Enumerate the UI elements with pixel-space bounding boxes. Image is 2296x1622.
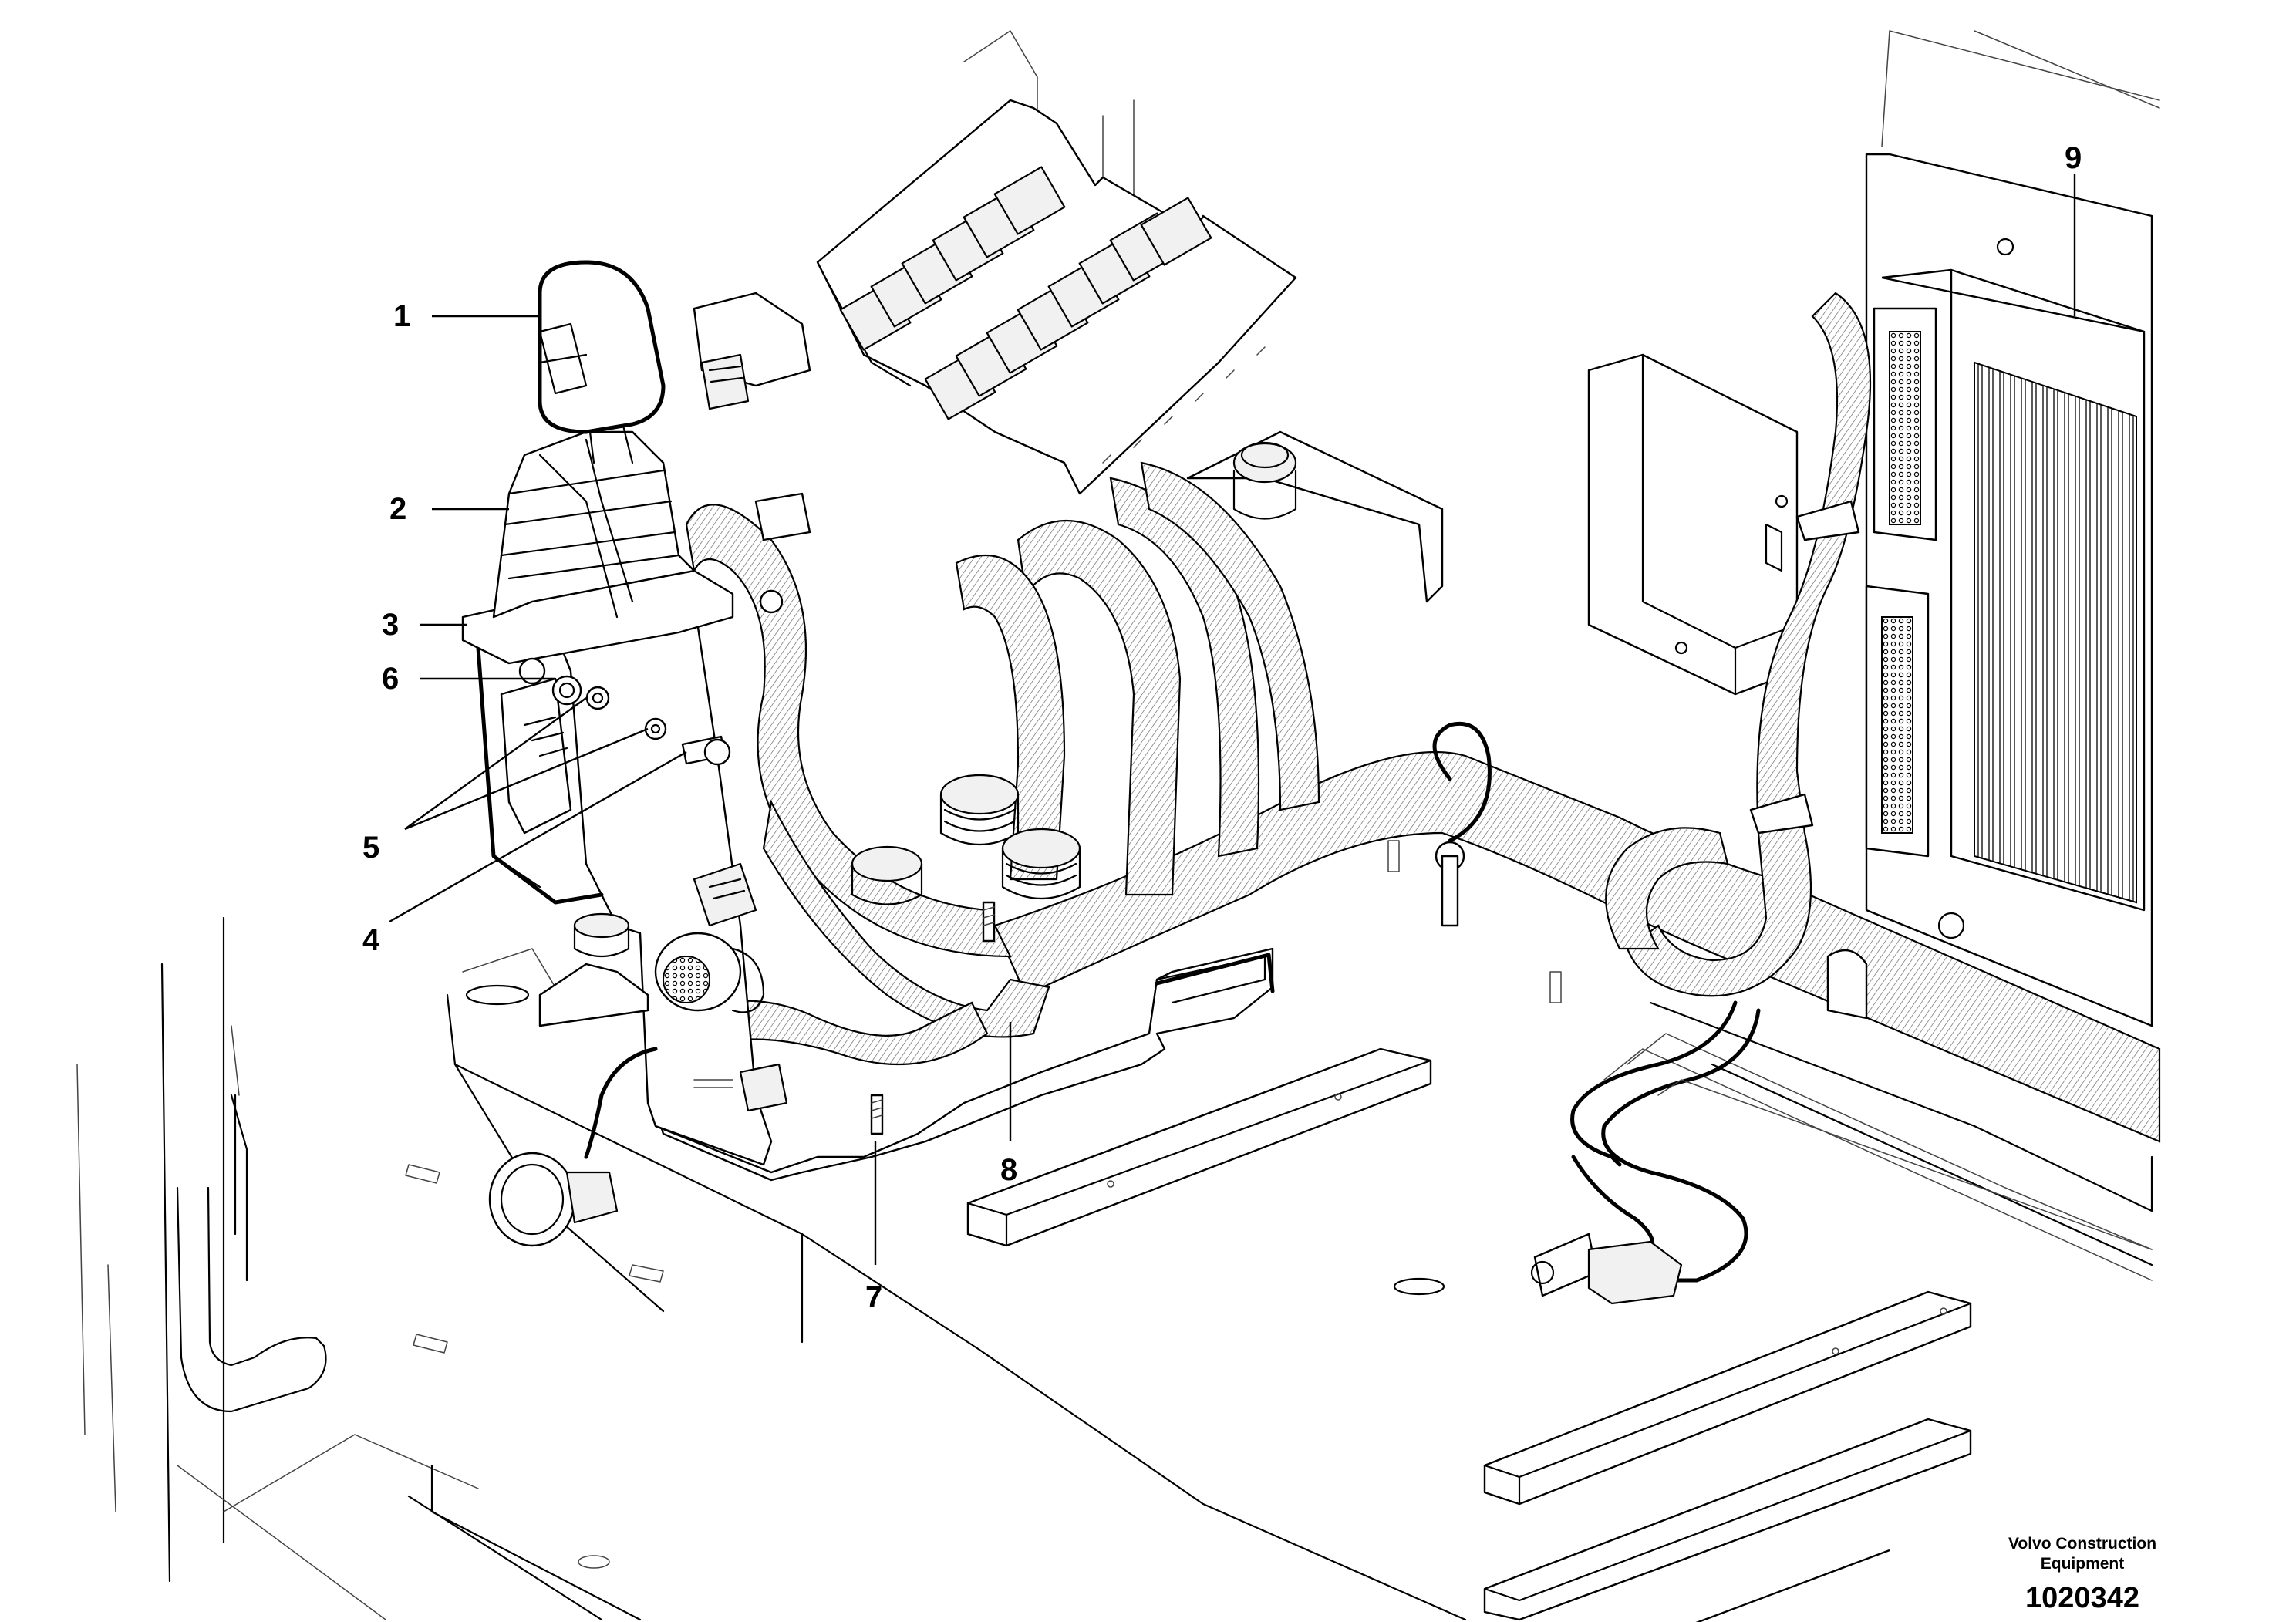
callout-labels: 1 2 3 6 5 4 7 8 9 <box>362 141 2082 1314</box>
cab-structure <box>76 30 2160 1622</box>
callout-5: 5 <box>362 831 379 865</box>
credit-block: Volvo Construction Equipment 1020342 <box>2008 1535 2156 1614</box>
callout-8: 8 <box>1000 1153 1017 1187</box>
floor-grommets <box>851 774 1081 905</box>
leader-lines <box>389 174 2076 1265</box>
callout-6: 6 <box>382 662 399 696</box>
control-lever-knob-icon <box>538 261 665 433</box>
diagnostic-socket <box>1186 430 1444 603</box>
control-unit-icon <box>1587 153 2153 1027</box>
cable-harness-icon <box>685 292 2161 1305</box>
relay-cluster <box>839 166 1212 420</box>
callout-4: 4 <box>362 923 380 957</box>
screw-icon <box>681 735 731 766</box>
callout-3: 3 <box>382 608 399 642</box>
floor-slats <box>966 1047 1972 1622</box>
document-number: 1020342 <box>2025 1582 2139 1614</box>
washer-icon <box>585 686 667 740</box>
lever-assembly <box>461 260 811 1247</box>
callout-1: 1 <box>393 299 410 333</box>
callout-7: 7 <box>865 1280 882 1314</box>
nut-icon <box>518 657 582 706</box>
manufacturer-credit-line1: Volvo Construction <box>2008 1535 2156 1553</box>
rubber-boot-icon <box>492 430 696 619</box>
manufacturer-credit-line2: Equipment <box>2041 1555 2125 1573</box>
callout-9: 9 <box>2065 141 2082 175</box>
fuse-relay-box <box>816 99 1297 495</box>
mounting-bracket-icon <box>650 901 1275 1182</box>
callout-2: 2 <box>389 492 406 526</box>
